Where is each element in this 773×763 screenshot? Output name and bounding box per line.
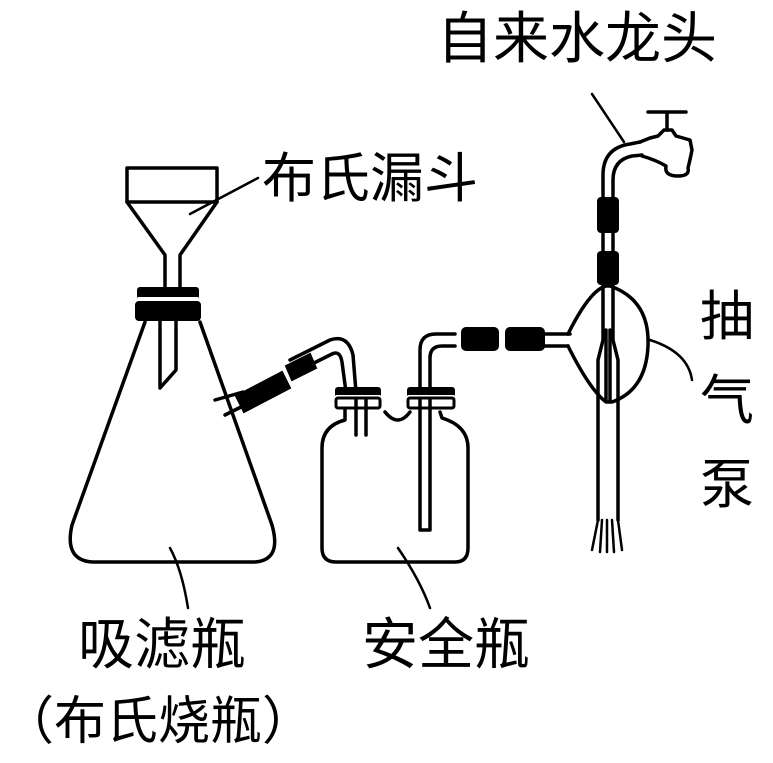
label-pump-char-1: 抽 <box>700 285 754 348</box>
rubber-hose-2 <box>284 352 318 382</box>
bottle-inlet-tube <box>354 398 368 437</box>
label-safety-bottle: 安全瓶 <box>362 613 530 678</box>
leader-funnel <box>188 176 260 216</box>
safety-bottle <box>320 398 470 564</box>
flask-side-arm <box>213 390 245 417</box>
bottle-neck-dip <box>383 410 412 422</box>
flask-stopper-band <box>137 287 199 299</box>
funnel-cone <box>125 200 219 290</box>
funnel-stem <box>158 316 178 390</box>
faucet-body <box>638 128 694 178</box>
label-faucet: 自来水龙头 <box>437 7 717 72</box>
flask-body <box>68 320 277 564</box>
rubber-hose-3 <box>461 327 499 351</box>
label-buchner-funnel: 布氏漏斗 <box>262 147 478 210</box>
label-pump-char-2: 气 <box>700 369 754 432</box>
connector-tube-2 <box>418 332 572 394</box>
flask-stopper <box>135 301 201 321</box>
label-pump-char-3: 泵 <box>700 453 754 516</box>
bottle-body <box>320 408 470 564</box>
faucet <box>638 110 694 178</box>
leader-pump <box>648 338 694 382</box>
rubber-hose-1 <box>234 370 292 414</box>
rubber-hose-6 <box>597 251 619 285</box>
pump-bulb <box>566 284 650 404</box>
buchner-funnel <box>125 166 219 390</box>
rubber-hose-4 <box>505 327 545 351</box>
leader-bottle <box>396 546 432 610</box>
bottle-stopper-right <box>407 387 455 397</box>
leader-faucet <box>590 92 626 144</box>
bottle-outlet-tube <box>418 398 432 532</box>
funnel-bowl <box>125 166 219 204</box>
label-suction-flask: 吸滤瓶 <box>78 613 246 678</box>
rubber-hose-5 <box>597 197 619 233</box>
bottle-stopper-left <box>335 387 381 397</box>
leader-flask <box>168 546 190 610</box>
suction-flask <box>68 320 277 564</box>
faucet-handle <box>646 110 688 132</box>
label-suction-flask-alt: （布氏烧瓶） <box>2 692 315 752</box>
connector-tube-1 <box>288 336 358 394</box>
leader-lines <box>168 92 694 610</box>
